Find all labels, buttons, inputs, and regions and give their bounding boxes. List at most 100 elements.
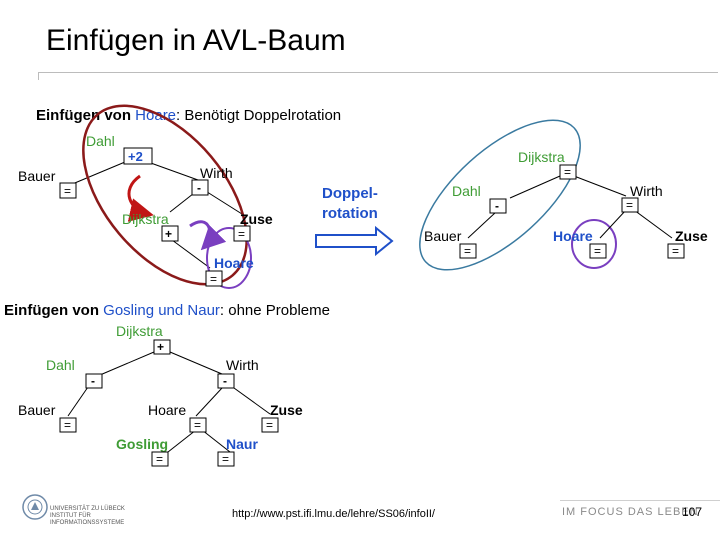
tree2-balance-zuse: =	[672, 244, 679, 258]
tree3-node-naur: Naur	[226, 436, 258, 452]
tree3-node-dijkstra: Dijkstra	[116, 323, 163, 339]
tree3-balance-box	[59, 417, 77, 433]
section1-name: Hoare	[135, 107, 176, 124]
tree1-edge	[171, 239, 211, 269]
tree2-balance-wirth: =	[626, 198, 633, 212]
tree1-node-bauer: Bauer	[18, 168, 56, 184]
tree2-highlight-ellipse	[419, 119, 581, 271]
tree1-balance-dijkstra: +	[165, 227, 172, 241]
tree3-node-dahl: Dahl	[46, 357, 75, 373]
arrow-label-line2: rotation	[322, 205, 378, 222]
tree3-balance-box	[217, 373, 235, 389]
tree1-balance-box	[161, 225, 179, 242]
tree1-edge	[147, 161, 199, 181]
doppelrotation-arrow	[315, 225, 394, 257]
tree2-edge	[509, 175, 561, 199]
tree1-balance-box	[233, 225, 251, 242]
slide-title: Einfügen in AVL-Baum	[46, 24, 346, 57]
tree3-balance-bauer: =	[64, 418, 71, 432]
tree1-balance-zuse: =	[238, 227, 245, 241]
tree3-balance-naur: =	[222, 452, 229, 466]
university-name-line1: UNIVERSITÄT ZU LÜBECK	[50, 506, 125, 512]
tree3-node-hoare: Hoare	[148, 402, 186, 418]
tree2-hoare-ellipse	[571, 219, 617, 269]
tree1-edge	[203, 189, 243, 215]
tree3-edge	[67, 386, 89, 417]
tree3-balance-dijkstra: +	[157, 340, 164, 354]
tree3-edge	[169, 351, 223, 375]
university-seal-icon	[22, 494, 48, 520]
tree1-node-zuse: Zuse	[240, 211, 273, 227]
tree2-balance-box	[489, 198, 507, 214]
section1-prefix: Einfügen von	[36, 107, 135, 124]
tree3-edge	[233, 387, 271, 415]
tree3-edges	[67, 351, 271, 453]
page-number: 107	[682, 505, 703, 519]
section2-prefix: Einfügen von	[4, 302, 103, 319]
tree3-balance-box	[217, 451, 235, 467]
tree1-balance-box	[59, 182, 77, 199]
section2-suffix: : ohne Probleme	[220, 302, 330, 319]
section2-name: Gosling und Naur	[103, 302, 220, 319]
tree2-node-hoare: Hoare	[553, 228, 593, 244]
tree2-balance-box	[459, 243, 477, 259]
tree1-balance-hoare: =	[210, 272, 217, 286]
university-name: UNIVERSITÄT ZU LÜBECK INSTITUT FÜR INFOR…	[50, 506, 160, 527]
tree3-balance-zuse: =	[266, 418, 273, 432]
tree1-balance-box	[205, 270, 223, 287]
tree3-balance-box	[85, 373, 103, 389]
tree1-hoare-ellipse	[206, 227, 252, 289]
tree3-balance-box	[261, 417, 279, 433]
tree2-balance-box	[559, 164, 577, 180]
tree3-balance-box	[153, 339, 171, 355]
tree3-node-zuse: Zuse	[270, 402, 303, 418]
tree2-balance-box	[589, 243, 607, 259]
tree3-edge	[195, 387, 223, 417]
tree2-node-bauer: Bauer	[424, 228, 462, 244]
tree3-edge	[201, 429, 231, 453]
arrow-label-line1: Doppel-	[322, 185, 378, 202]
tree3-balance-gosling: =	[156, 452, 163, 466]
tree2-node-dijkstra: Dijkstra	[518, 149, 565, 165]
tree3-node-bauer: Bauer	[18, 402, 56, 418]
tree3-node-wirth: Wirth	[226, 357, 259, 373]
footer-divider	[560, 500, 720, 501]
section2-heading: Einfügen von Gosling und Naur: ohne Prob…	[4, 302, 330, 319]
tree2-edge	[467, 211, 497, 239]
tree1-balance-box	[123, 147, 153, 165]
tree2-node-wirth: Wirth	[630, 183, 663, 199]
tree3-balance-box	[189, 417, 207, 433]
tree1-edge	[69, 161, 126, 186]
title-divider	[38, 72, 718, 73]
tree2-balance-hoare: =	[594, 244, 601, 258]
tree1	[69, 161, 243, 269]
tree2-balance-box	[667, 243, 685, 259]
tree1-balance-bauer: =	[64, 184, 71, 198]
tree1-highlight-ellipse	[82, 104, 248, 286]
tree1-balance-wirth: -	[197, 181, 201, 195]
tree2-edge	[599, 209, 627, 239]
tree3-balance-dahl: -	[91, 374, 95, 388]
section1-heading: Einfügen von Hoare: Benötigt Doppelrotat…	[36, 107, 341, 124]
university-name-line2: INSTITUT FÜR INFORMATIONSSYSTEME	[50, 513, 125, 526]
tree1-node-hoare: Hoare	[214, 255, 254, 271]
tree2-edge	[633, 209, 673, 239]
tree2-edges	[467, 175, 673, 239]
tree3-edge	[99, 351, 155, 376]
tree2-balance-box	[621, 197, 639, 213]
tree3-node-gosling: Gosling	[116, 436, 168, 452]
tree2-balance-dahl: -	[495, 199, 499, 213]
tree2-balance-bauer: =	[464, 244, 471, 258]
footer-slogan: IM FOCUS DAS LEBEN	[562, 506, 699, 518]
tree1-balance-box	[191, 179, 209, 196]
tree1-node-dahl: Dahl	[86, 133, 115, 149]
tree2-balance-dijkstra: =	[564, 165, 571, 179]
tree3-edge	[167, 429, 197, 453]
tree1-node-wirth: Wirth	[200, 165, 233, 181]
rotation-arrow-red	[127, 174, 154, 222]
tree3-balance-wirth: -	[223, 374, 227, 388]
tree2-node-dahl: Dahl	[452, 183, 481, 199]
tree1-balance-dahl: +2	[128, 149, 143, 164]
footer-url: http://www.pst.ifi.lmu.de/lehre/SS06/inf…	[232, 508, 435, 520]
tree3-balance-box	[151, 451, 169, 467]
